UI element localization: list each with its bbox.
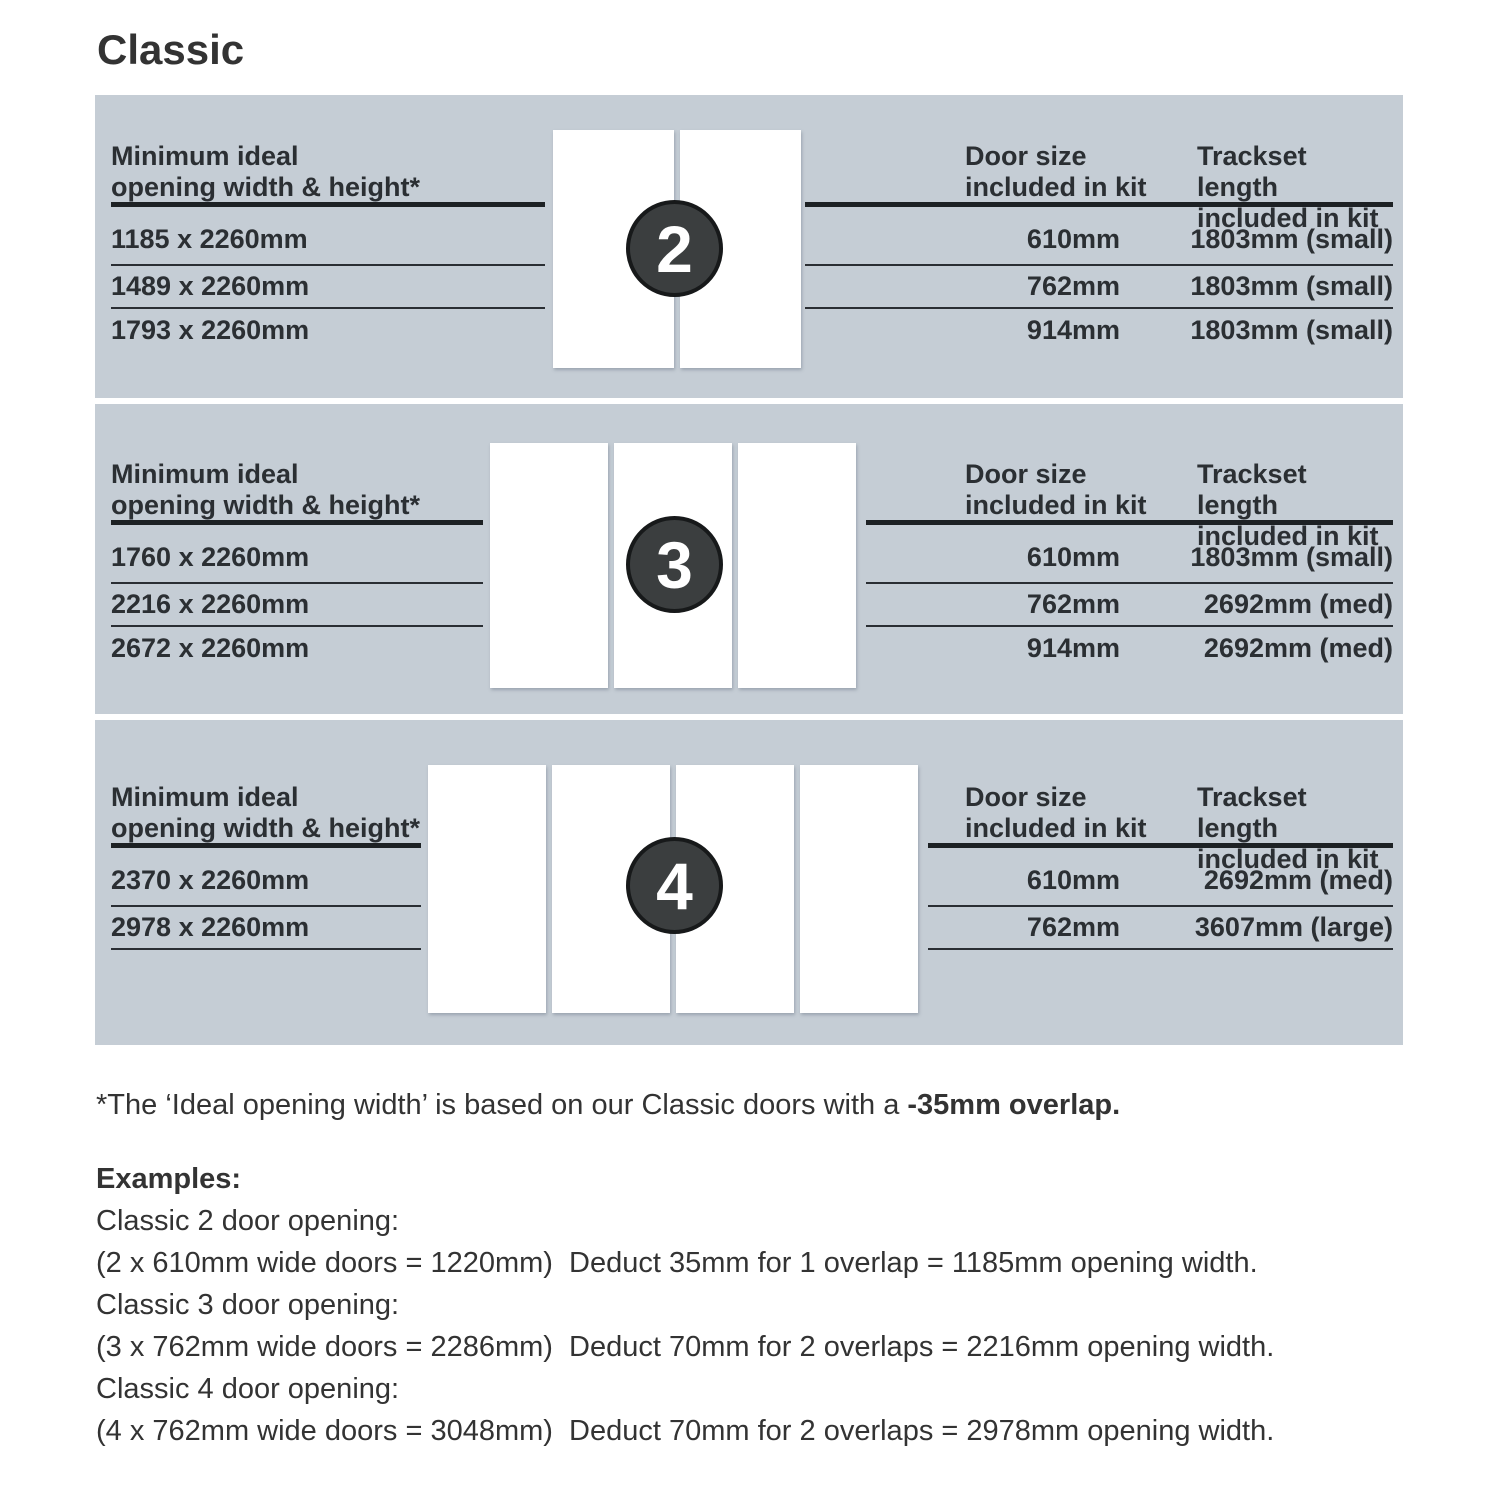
opening-header-line2: opening width & height* <box>111 172 420 202</box>
overlap-footnote: *The ‘Ideal opening width’ is based on o… <box>96 1089 1120 1122</box>
door-count-number: 4 <box>656 848 693 923</box>
kit-row: 610mm 1803mm (small) <box>866 525 1393 584</box>
opening-size-header: Minimum ideal opening width & height* <box>111 459 483 525</box>
door-size-value: 610mm <box>1026 224 1120 254</box>
opening-size-row: 2672 x 2260mm <box>111 633 310 663</box>
size-guide-panel: Minimum ideal opening width & height* 11… <box>95 95 1403 1045</box>
opening-header-line1: Minimum ideal <box>111 459 299 489</box>
door-diagram-3-door <box>490 443 856 688</box>
door-size-value: 610mm <box>1026 542 1120 572</box>
door-size-value: 610mm <box>1026 865 1120 895</box>
door-panel <box>738 443 856 688</box>
trackset-header-line2: included in kit <box>1197 844 1379 874</box>
opening-header-line2: opening width & height* <box>111 490 420 520</box>
opening-size-row: 1793 x 2260mm <box>111 315 310 345</box>
examples-block: Examples: Classic 2 door opening: (2 x 6… <box>96 1158 1274 1452</box>
kit-table-header: Door size included in kit Trackset lengt… <box>805 141 1393 233</box>
example-line: (2 x 610mm wide doors = 1220mm) Deduct 3… <box>96 1247 1258 1279</box>
kit-row: 914mm 1803mm (small) <box>805 309 1393 352</box>
door-panel <box>800 765 918 1013</box>
opening-size-table: Minimum ideal opening width & height* 23… <box>111 782 421 950</box>
trackset-header-line2: included in kit <box>1197 203 1379 233</box>
kit-contents-table: Door size included in kit Trackset lengt… <box>805 141 1393 352</box>
door-panel <box>428 765 546 1013</box>
door-count-badge: 3 <box>626 516 723 613</box>
door-size-header-line2: included in kit <box>965 813 1147 843</box>
trackset-column-header: Trackset length included in kit <box>1197 459 1393 552</box>
kit-row: 914mm 2692mm (med) <box>866 627 1393 670</box>
door-size-value: 762mm <box>1026 589 1120 619</box>
opening-size-header: Minimum ideal opening width & height* <box>111 782 421 848</box>
footnote-bold-text: -35mm overlap. <box>907 1089 1121 1121</box>
trackset-header-line1: Trackset length <box>1197 782 1307 843</box>
kit-table-header: Door size included in kit Trackset lengt… <box>866 459 1393 551</box>
door-size-column-header: Door size included in kit <box>965 782 1147 844</box>
trackset-value: 1803mm (small) <box>1190 315 1393 345</box>
kit-row: 762mm 1803mm (small) <box>805 266 1393 309</box>
example-line: Classic 4 door opening: <box>96 1373 400 1405</box>
page-title: Classic <box>97 26 245 73</box>
config-section-4-door: Minimum ideal opening width & height* 23… <box>95 720 1403 1045</box>
trackset-value: 1803mm (small) <box>1190 271 1393 301</box>
config-section-2-door: Minimum ideal opening width & height* 11… <box>95 95 1403 398</box>
example-line: (4 x 762mm wide doors = 3048mm) Deduct 7… <box>96 1415 1275 1447</box>
door-size-header-line2: included in kit <box>965 172 1147 202</box>
door-size-value: 762mm <box>1026 912 1120 942</box>
trackset-column-header: Trackset length included in kit <box>1197 782 1393 875</box>
trackset-header-line1: Trackset length <box>1197 141 1307 202</box>
opening-header-line1: Minimum ideal <box>111 782 299 812</box>
opening-size-row: 2216 x 2260mm <box>111 584 483 627</box>
kit-row: 610mm 2692mm (med) <box>928 848 1393 907</box>
opening-size-row: 2370 x 2260mm <box>111 848 421 907</box>
opening-size-row: 2978 x 2260mm <box>111 907 421 950</box>
kit-row: 610mm 1803mm (small) <box>805 207 1393 266</box>
door-size-column-header: Door size included in kit <box>965 141 1147 203</box>
door-diagram-4-door <box>428 765 918 1013</box>
door-size-header-line1: Door size <box>965 459 1087 489</box>
opening-size-table: Minimum ideal opening width & height* 17… <box>111 459 483 670</box>
opening-size-table: Minimum ideal opening width & height* 11… <box>111 141 545 352</box>
trackset-header-line2: included in kit <box>1197 521 1379 551</box>
opening-size-header: Minimum ideal opening width & height* <box>111 141 545 207</box>
opening-header-line1: Minimum ideal <box>111 141 299 171</box>
config-section-3-door: Minimum ideal opening width & height* 17… <box>95 404 1403 714</box>
trackset-value: 3607mm (large) <box>1194 912 1393 942</box>
kit-contents-table: Door size included in kit Trackset lengt… <box>928 782 1393 950</box>
kit-table-header: Door size included in kit Trackset lengt… <box>928 782 1393 874</box>
door-panel <box>490 443 608 688</box>
kit-row: 762mm 3607mm (large) <box>928 907 1393 950</box>
door-size-value: 914mm <box>1026 315 1120 345</box>
kit-row: 762mm 2692mm (med) <box>866 584 1393 627</box>
trackset-value: 2692mm (med) <box>1203 633 1393 663</box>
door-count-number: 2 <box>656 211 693 286</box>
kit-contents-table: Door size included in kit Trackset lengt… <box>866 459 1393 670</box>
door-size-value: 914mm <box>1026 633 1120 663</box>
example-line: (3 x 762mm wide doors = 2286mm) Deduct 7… <box>96 1331 1275 1363</box>
trackset-value: 1803mm (small) <box>1190 542 1393 572</box>
door-size-header-line1: Door size <box>965 141 1087 171</box>
examples-heading: Examples: <box>96 1163 242 1195</box>
door-size-header-line1: Door size <box>965 782 1087 812</box>
door-size-column-header: Door size included in kit <box>965 459 1147 521</box>
trackset-header-line1: Trackset length <box>1197 459 1307 520</box>
footnote-text: *The ‘Ideal opening width’ is based on o… <box>96 1089 908 1121</box>
trackset-value: 2692mm (med) <box>1203 865 1393 895</box>
door-count-number: 3 <box>656 527 693 602</box>
trackset-value: 2692mm (med) <box>1203 589 1393 619</box>
trackset-column-header: Trackset length included in kit <box>1197 141 1393 234</box>
opening-size-row: 1185 x 2260mm <box>111 207 545 266</box>
opening-size-row: 1489 x 2260mm <box>111 266 545 309</box>
opening-size-row: 1760 x 2260mm <box>111 525 483 584</box>
example-line: Classic 3 door opening: <box>96 1289 400 1321</box>
example-line: Classic 2 door opening: <box>96 1205 400 1237</box>
door-size-header-line2: included in kit <box>965 490 1147 520</box>
opening-header-line2: opening width & height* <box>111 813 420 843</box>
door-count-badge: 4 <box>626 837 723 934</box>
door-size-value: 762mm <box>1026 271 1120 301</box>
trackset-value: 1803mm (small) <box>1190 224 1393 254</box>
door-count-badge: 2 <box>626 200 723 297</box>
